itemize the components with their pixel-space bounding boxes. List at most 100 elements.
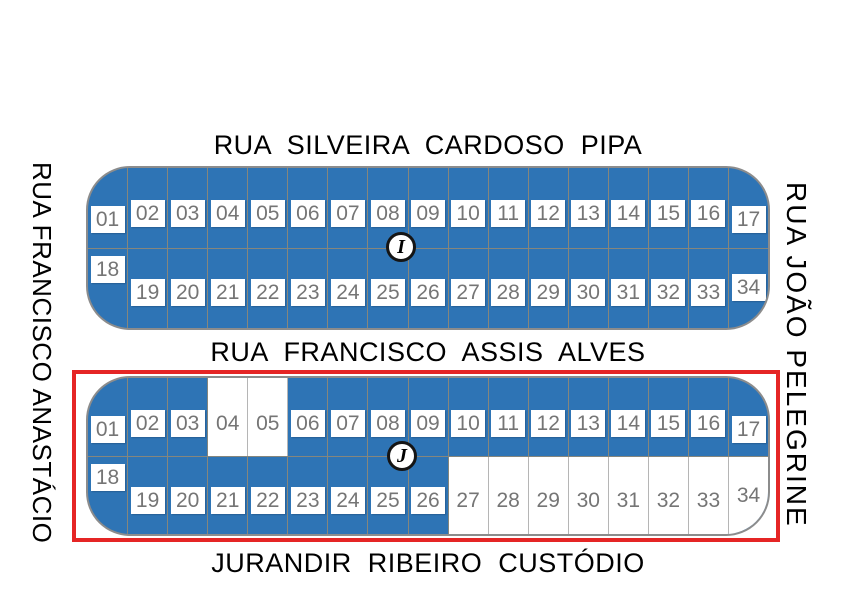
lot-I-27[interactable]: 27 (449, 248, 489, 328)
lot-J-06[interactable]: 06 (288, 378, 329, 456)
lot-I-14[interactable]: 14 (609, 168, 649, 248)
lot-J-02[interactable]: 02 (128, 378, 169, 456)
lot-I-11[interactable]: 11 (489, 168, 529, 248)
lot-J-17[interactable]: 17 (729, 378, 768, 456)
lot-J-31[interactable]: 31 (608, 456, 649, 534)
lot-I-23[interactable]: 23 (288, 248, 329, 328)
lot-number: 18 (90, 463, 125, 491)
lot-J-19[interactable]: 19 (128, 456, 169, 534)
lot-number: 19 (130, 486, 165, 514)
lot-J-12[interactable]: 12 (529, 378, 569, 456)
lot-I-31[interactable]: 31 (609, 248, 649, 328)
lot-J-22[interactable]: 22 (248, 456, 289, 534)
lot-number: 10 (451, 410, 486, 437)
lot-I-01[interactable]: 01 (88, 168, 129, 248)
lot-J-15[interactable]: 15 (649, 378, 689, 456)
lot-number: 05 (250, 200, 285, 227)
lot-J-23[interactable]: 23 (288, 456, 329, 534)
lot-I-05[interactable]: 05 (248, 168, 289, 248)
lot-J-34[interactable]: 34 (729, 456, 768, 534)
lot-number: 21 (210, 278, 245, 306)
lot-number: 04 (210, 200, 245, 227)
lot-number: 13 (571, 200, 606, 227)
lot-I-04[interactable]: 04 (208, 168, 249, 248)
lot-number: 32 (651, 278, 686, 306)
lot-J-25[interactable]: 25 (368, 456, 409, 534)
lot-number: 09 (411, 410, 446, 437)
lot-I-08[interactable]: 08 (368, 168, 409, 248)
lot-J-16[interactable]: 16 (689, 378, 729, 456)
lot-J-26[interactable]: 26 (409, 456, 449, 534)
lot-I-29[interactable]: 29 (529, 248, 569, 328)
lot-I-30[interactable]: 30 (569, 248, 609, 328)
lot-I-06[interactable]: 06 (288, 168, 329, 248)
lot-number: 10 (451, 200, 486, 227)
lot-I-22[interactable]: 22 (248, 248, 289, 328)
lot-I-21[interactable]: 21 (208, 248, 249, 328)
lot-I-34[interactable]: 34 (729, 249, 768, 329)
lot-J-27[interactable]: 27 (448, 456, 489, 534)
lot-number: 11 (491, 200, 526, 227)
lot-number: 06 (290, 410, 325, 437)
lot-I-12[interactable]: 12 (529, 168, 569, 248)
lot-number: 25 (370, 278, 405, 306)
lot-number: 03 (170, 410, 205, 437)
lot-I-28[interactable]: 28 (489, 248, 529, 328)
lot-number: 23 (290, 278, 325, 306)
lot-I-09[interactable]: 09 (409, 168, 449, 248)
lot-J-21[interactable]: 21 (208, 456, 249, 534)
lot-I-03[interactable]: 03 (168, 168, 209, 248)
lot-J-32[interactable]: 32 (648, 456, 689, 534)
lot-J-13[interactable]: 13 (569, 378, 609, 456)
lot-number: 06 (290, 200, 325, 227)
lot-I-33[interactable]: 33 (689, 248, 729, 328)
lot-I-18[interactable]: 18 (88, 248, 129, 328)
lot-J-03[interactable]: 03 (168, 378, 209, 456)
lot-I-15[interactable]: 15 (649, 168, 689, 248)
lot-I-25[interactable]: 25 (368, 248, 409, 328)
lot-J-30[interactable]: 30 (568, 456, 609, 534)
lot-number: 05 (256, 412, 280, 435)
lot-J-33[interactable]: 33 (688, 456, 729, 534)
lot-J-04[interactable]: 04 (208, 378, 249, 456)
lot-I-07[interactable]: 07 (328, 168, 369, 248)
lot-J-14[interactable]: 14 (609, 378, 649, 456)
lot-number: 12 (531, 410, 566, 437)
lot-I-17[interactable]: 17 (729, 168, 768, 248)
lot-number: 29 (536, 488, 560, 512)
lot-J-05[interactable]: 05 (248, 378, 289, 456)
lot-number: 01 (90, 206, 125, 233)
lot-I-16[interactable]: 16 (689, 168, 729, 248)
lot-J-29[interactable]: 29 (528, 456, 569, 534)
lot-J-24[interactable]: 24 (328, 456, 369, 534)
lot-J-11[interactable]: 11 (489, 378, 529, 456)
lot-I-20[interactable]: 20 (168, 248, 209, 328)
lot-I-19[interactable]: 19 (128, 248, 169, 328)
lot-I-02[interactable]: 02 (128, 168, 169, 248)
lot-number: 04 (216, 412, 240, 435)
lot-number: 01 (90, 416, 125, 443)
lot-J-01[interactable]: 01 (88, 378, 129, 456)
lot-number: 25 (370, 486, 405, 514)
lot-J-10[interactable]: 10 (449, 378, 489, 456)
lot-I-32[interactable]: 32 (649, 248, 689, 328)
lot-J-09[interactable]: 09 (409, 378, 449, 456)
lot-I-26[interactable]: 26 (409, 248, 449, 328)
lot-number: 07 (330, 410, 365, 437)
lot-J-20[interactable]: 20 (168, 456, 209, 534)
lot-I-13[interactable]: 13 (569, 168, 609, 248)
lot-number: 22 (250, 486, 285, 514)
lot-number: 26 (411, 486, 446, 514)
lot-J-07[interactable]: 07 (328, 378, 369, 456)
lot-J-08[interactable]: 08 (368, 378, 409, 456)
lot-J-28[interactable]: 28 (488, 456, 529, 534)
lot-number: 30 (576, 488, 600, 512)
lot-number: 29 (531, 278, 566, 306)
lot-I-24[interactable]: 24 (328, 248, 369, 328)
lot-J-18[interactable]: 18 (88, 456, 129, 534)
lot-I-10[interactable]: 10 (449, 168, 489, 248)
